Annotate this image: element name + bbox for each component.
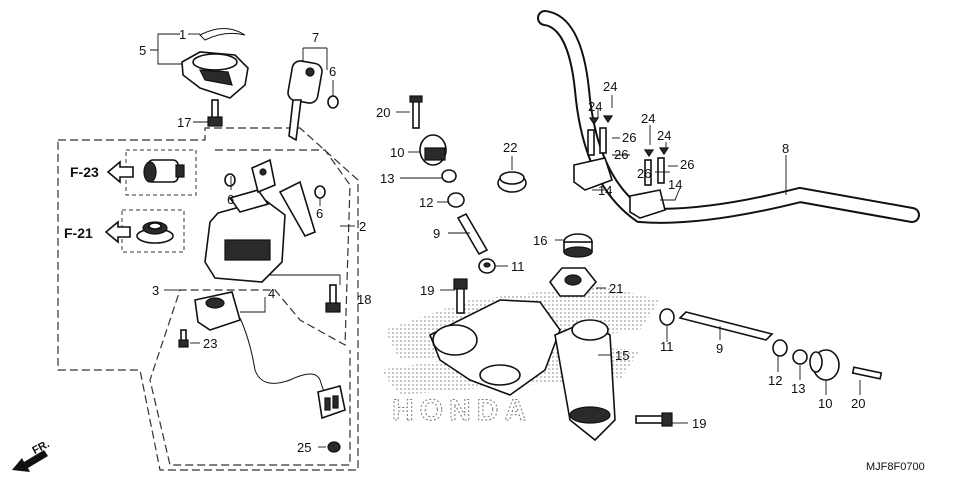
cap-16 <box>563 233 593 258</box>
arrow-left-icon <box>106 160 134 184</box>
clip-25 <box>327 441 341 453</box>
callout-24[interactable]: 24 <box>657 128 671 143</box>
callout-11[interactable]: 11 <box>660 339 674 354</box>
front-arrow-icon <box>12 450 48 472</box>
callout-22[interactable]: 22 <box>503 140 517 155</box>
bolts-26 <box>587 127 665 186</box>
callout-13[interactable]: 13 <box>791 381 805 396</box>
callout-25[interactable]: 25 <box>297 440 311 455</box>
callout-21[interactable]: 21 <box>609 281 623 296</box>
callout-18[interactable]: 18 <box>357 292 371 307</box>
switch-unit-wire <box>194 291 346 420</box>
callout-11[interactable]: 11 <box>511 259 525 274</box>
callout-26[interactable]: 26 <box>637 166 651 181</box>
handlebar-8 <box>537 10 920 224</box>
callout-14[interactable]: 14 <box>668 177 682 192</box>
nut-12a <box>447 192 465 208</box>
bolt-17 <box>207 99 223 127</box>
callout-24[interactable]: 24 <box>603 79 617 94</box>
callout-4[interactable]: 4 <box>268 286 275 301</box>
bolt-20b <box>851 366 883 380</box>
screw-23 <box>178 329 189 348</box>
callout-6[interactable]: 6 <box>227 192 234 207</box>
callout-3[interactable]: 3 <box>152 283 159 298</box>
nut-11b <box>659 308 675 326</box>
collar-22 <box>497 171 527 193</box>
bolt-19b <box>635 412 673 427</box>
callout-9[interactable]: 9 <box>716 341 723 356</box>
callout-12[interactable]: 12 <box>768 373 782 388</box>
bolt-18 <box>325 284 341 313</box>
weight-rod-9a <box>456 212 489 256</box>
ref-box-f21: F-21 <box>64 209 185 253</box>
nut-11a <box>478 258 496 274</box>
washer-6a <box>327 95 339 109</box>
ignition-switch-body <box>204 158 326 283</box>
callout-19[interactable]: 19 <box>420 283 434 298</box>
callout-10[interactable]: 10 <box>390 145 404 160</box>
callout-17[interactable]: 17 <box>177 115 191 130</box>
callout-24[interactable]: 24 <box>588 99 602 114</box>
front-marker: FR. <box>12 438 52 472</box>
callout-20[interactable]: 20 <box>376 105 390 120</box>
callout-12[interactable]: 12 <box>419 195 433 210</box>
clip-13b <box>792 349 808 365</box>
callout-16[interactable]: 16 <box>533 233 547 248</box>
callout-labels: 1 5 17 7 6 6 6 2 3 4 18 23 25 20 10 13 1… <box>139 27 865 455</box>
holder-14b <box>629 189 666 219</box>
front-label: FR. <box>30 438 51 457</box>
cover-cap-part <box>181 28 249 99</box>
washers-24 <box>588 115 670 158</box>
cylinder-part-icon <box>143 159 185 183</box>
grip-end-10b <box>809 349 840 381</box>
ref-box-f23: F-23 <box>70 149 197 196</box>
grip-end-10a <box>419 134 447 166</box>
callout-26[interactable]: 26 <box>680 157 694 172</box>
callout-15[interactable]: 15 <box>615 348 629 363</box>
callout-20[interactable]: 20 <box>851 396 865 411</box>
callout-1[interactable]: 1 <box>179 27 186 42</box>
cap-part-icon <box>136 221 174 244</box>
ref-label-f23[interactable]: F-23 <box>70 164 99 180</box>
callout-23[interactable]: 23 <box>203 336 217 351</box>
callout-2[interactable]: 2 <box>359 219 366 234</box>
arrow-left-icon <box>104 220 131 244</box>
top-bridge-15 <box>428 299 616 442</box>
watermark-text: HONDA <box>392 394 532 427</box>
callout-10[interactable]: 10 <box>818 396 832 411</box>
callout-13[interactable]: 13 <box>380 171 394 186</box>
ref-label-f21[interactable]: F-21 <box>64 225 93 241</box>
leader-lines <box>150 33 861 448</box>
weight-rod-9b <box>678 311 774 341</box>
callout-9[interactable]: 9 <box>433 226 440 241</box>
nut-12b <box>772 339 788 357</box>
nut-21 <box>548 267 598 297</box>
key-part <box>287 60 323 142</box>
diagram-code: MJF8F0700 <box>866 461 925 473</box>
assembly-outline <box>57 127 359 471</box>
callout-26[interactable]: 26 <box>622 130 636 145</box>
callout-6[interactable]: 6 <box>316 206 323 221</box>
holder-14a <box>573 157 613 191</box>
callout-19[interactable]: 19 <box>692 416 706 431</box>
callout-26[interactable]: 26 <box>614 147 628 162</box>
bolt-19a <box>453 278 468 314</box>
callout-7[interactable]: 7 <box>312 30 319 45</box>
callout-24[interactable]: 24 <box>641 111 655 126</box>
callout-8[interactable]: 8 <box>782 141 789 156</box>
callout-5[interactable]: 5 <box>139 43 146 58</box>
bolt-20a <box>409 95 423 129</box>
clip-13a <box>441 169 457 183</box>
callout-14[interactable]: 14 <box>598 183 612 198</box>
callout-6[interactable]: 6 <box>329 64 336 79</box>
